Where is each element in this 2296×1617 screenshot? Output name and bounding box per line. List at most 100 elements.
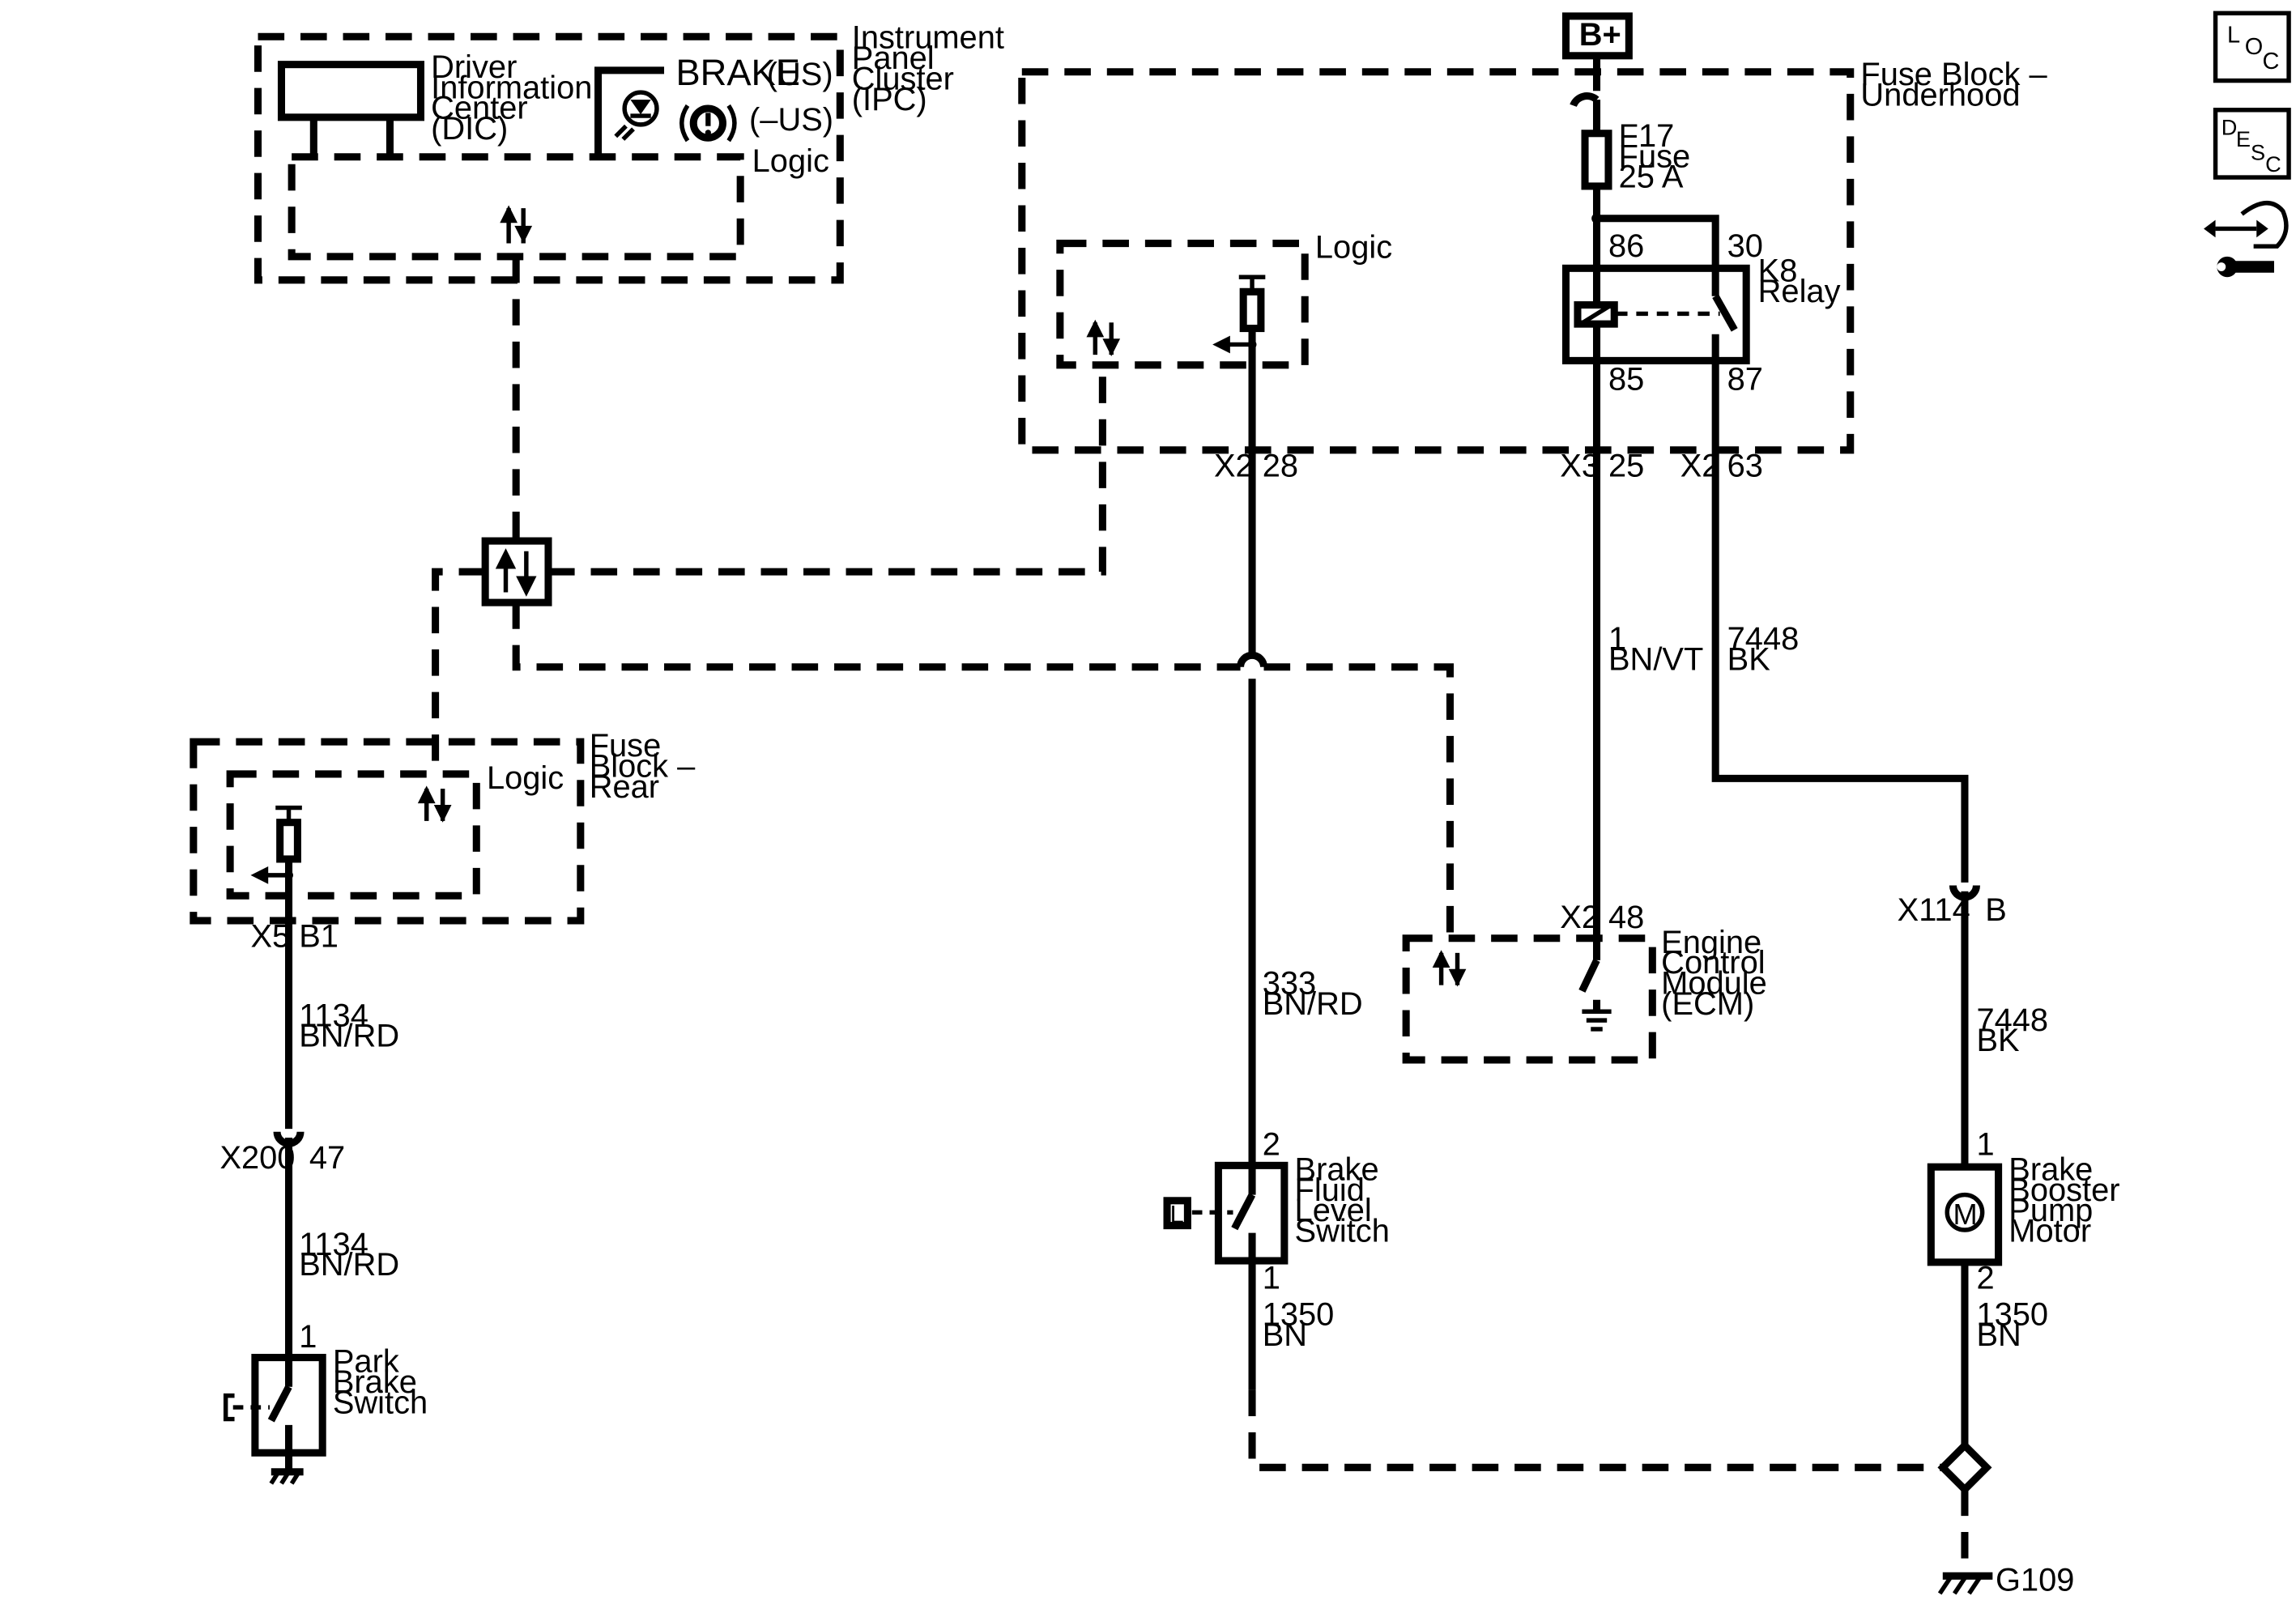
wire-1134-lower-number: 1134 [299,1227,368,1262]
pump-motor-symbol: M [1953,1198,1977,1231]
relay-k8-label-line1: K8 [1758,253,1798,289]
ipc-label-line4: (IPC) [852,82,927,117]
conn-x2-28-name: X2 [1214,448,1254,483]
ecm-label-line2: Control [1661,945,1765,981]
wire-333-number: 333 [1263,966,1316,1002]
wire-1-number: 1 [1608,621,1626,657]
conn-x200-name: X200 [219,1140,295,1176]
battery-supply-label: B+ [1579,17,1621,53]
dic-display [277,61,425,121]
conn-x2-48-name: X2 [1560,900,1600,935]
loc-letter-2: O [2245,34,2264,60]
fuse-rear-label-line3: Rear [590,769,659,805]
ground-g109-icon [1937,1572,1993,1595]
wire-7448-lower-number: 7448 [1976,1002,2048,1038]
brake-lamp-us: (US) [767,57,833,92]
brake-warning-icon [679,104,737,143]
fluid-switch-label-line2: Fluid [1295,1172,1365,1208]
desc-letter-1: D [2221,115,2238,140]
brake-lamp-icon [614,90,659,141]
conn-x2-48-pin: 48 [1608,900,1644,935]
dic-label-line2: Information [431,70,592,105]
wire-7448-upper-number: 7448 [1727,621,1800,657]
wire-7448-bk [1711,360,1969,883]
relay-k8 [1561,264,1750,364]
fuse-rear-label-line2: Block – [590,749,696,785]
park-switch-label-line1: Park [333,1344,399,1380]
dic-label-line3: Center [431,91,528,126]
park-switch-ground-icon [269,1468,304,1485]
ipc-label-line3: Cluster [852,61,954,96]
loc-letter-3: C [2262,49,2279,74]
relay-pin-30: 30 [1727,228,1763,264]
conn-x5-b1-pin: B1 [299,919,339,955]
desc-icon[interactable]: D E S C [2213,108,2291,180]
fluid-switch-symbol: L [1170,1200,1184,1228]
wire-7448-upper-color: BK [1727,641,1771,677]
loc-icon[interactable]: L O C [2213,11,2291,83]
conn-x2-28-pin: 28 [1263,448,1298,483]
wire-7448-lower-color: BK [1976,1023,2020,1058]
ecm-comm-arrows-icon [1432,950,1467,987]
pump-motor-label-line3: Pump [2008,1193,2093,1228]
desc-letter-3: S [2251,139,2265,164]
ecm-module: Engine Control Module (ECM) X2 48 [1402,900,1767,1064]
ipc-label-line1: Instrument [852,20,1004,56]
pump-motor-pin-top: 1 [1976,1127,1994,1163]
conn-x200-pin: 47 [309,1140,345,1176]
fuse-f17 [1581,130,1612,190]
ipc-comm-arrows-icon [500,205,533,244]
conn-x3-25-pin: 25 [1608,448,1644,483]
park-switch-pin-top: 1 [299,1319,317,1355]
fluid-switch-label-line3: Level [1295,1193,1372,1228]
ecm-ground-icon [1582,1009,1612,1032]
pump-motor-label-line4: Motor [2008,1214,2091,1249]
underhood-comm-arrows-icon [1086,319,1121,356]
fluid-switch-pin-bottom: 1 [1263,1260,1280,1296]
hand-wrench-icon[interactable] [2204,201,2289,278]
data-bus-lines [432,256,1454,938]
brake-fluid-level-switch: L [1163,1161,1289,1265]
conn-x2-63-pin: 63 [1727,448,1763,483]
desc-letter-4: C [2265,151,2281,177]
relay-pin-85: 85 [1608,362,1644,398]
conn-x5-b1-name: X5 [250,919,290,955]
pump-motor-label-line2: Booster [2008,1172,2119,1208]
pump-motor-label-line1: Brake [2008,1151,2093,1187]
ipc-logic-label: Logic [752,143,829,179]
ecm-label-line4: (ECM) [1661,986,1754,1022]
data-splice-pack [481,537,552,606]
wire-1350-right-number: 1350 [1976,1297,2048,1333]
ecm-label-line1: Engine [1661,925,1761,960]
brake-lamp-text: BRAKE [676,52,800,93]
fuse-underhood-logic-label: Logic [1315,230,1392,266]
fuse-f17-label-line2: Fuse [1619,138,1691,174]
fuse-f17-label-line3: 25 A [1619,160,1684,195]
ground-return [1248,1389,1993,1595]
ground-g109-label: G109 [1996,1562,2074,1598]
dic-label-line1: Driver [431,49,517,85]
wire-1134-bnrd [273,876,305,1358]
battery-supply: B+ [1561,12,1633,60]
ipc-module: Instrument Panel Cluster (IPC) Driver In… [253,20,1004,284]
park-switch-label-line3: Switch [333,1385,428,1420]
ecm-label-line3: Module [1661,966,1767,1002]
dic-label-line4: (DIC) [431,111,508,147]
fuse-rear-label-line1: Fuse [590,728,662,764]
fuse-block-underhood: Fuse Block – Underhood F17 Fuse 25 A 86 … [1018,55,2047,454]
wire-1134-upper-color: BN/RD [299,1019,399,1054]
relay-k8-label-line2: Relay [1758,274,1841,309]
fuse-block-rear: Fuse Block – Rear Logic [190,728,696,925]
conn-x114-name: X114 [1898,892,1970,928]
wire-1350-left-color: BN [1263,1317,1307,1353]
ipc-label-line2: Panel [852,40,935,76]
pump-motor-pin-bottom: 2 [1976,1260,1994,1296]
loc-letter-1: L [2227,23,2240,49]
wire-333-color: BN/RD [1263,986,1363,1022]
relay-pin-86: 86 [1608,228,1644,264]
rear-comm-arrows-icon [417,785,452,823]
wire-1350-left-number: 1350 [1263,1297,1335,1333]
fuse-rear-logic-label: Logic [487,760,564,796]
fuse-f17-label-line1: F17 [1619,118,1675,154]
